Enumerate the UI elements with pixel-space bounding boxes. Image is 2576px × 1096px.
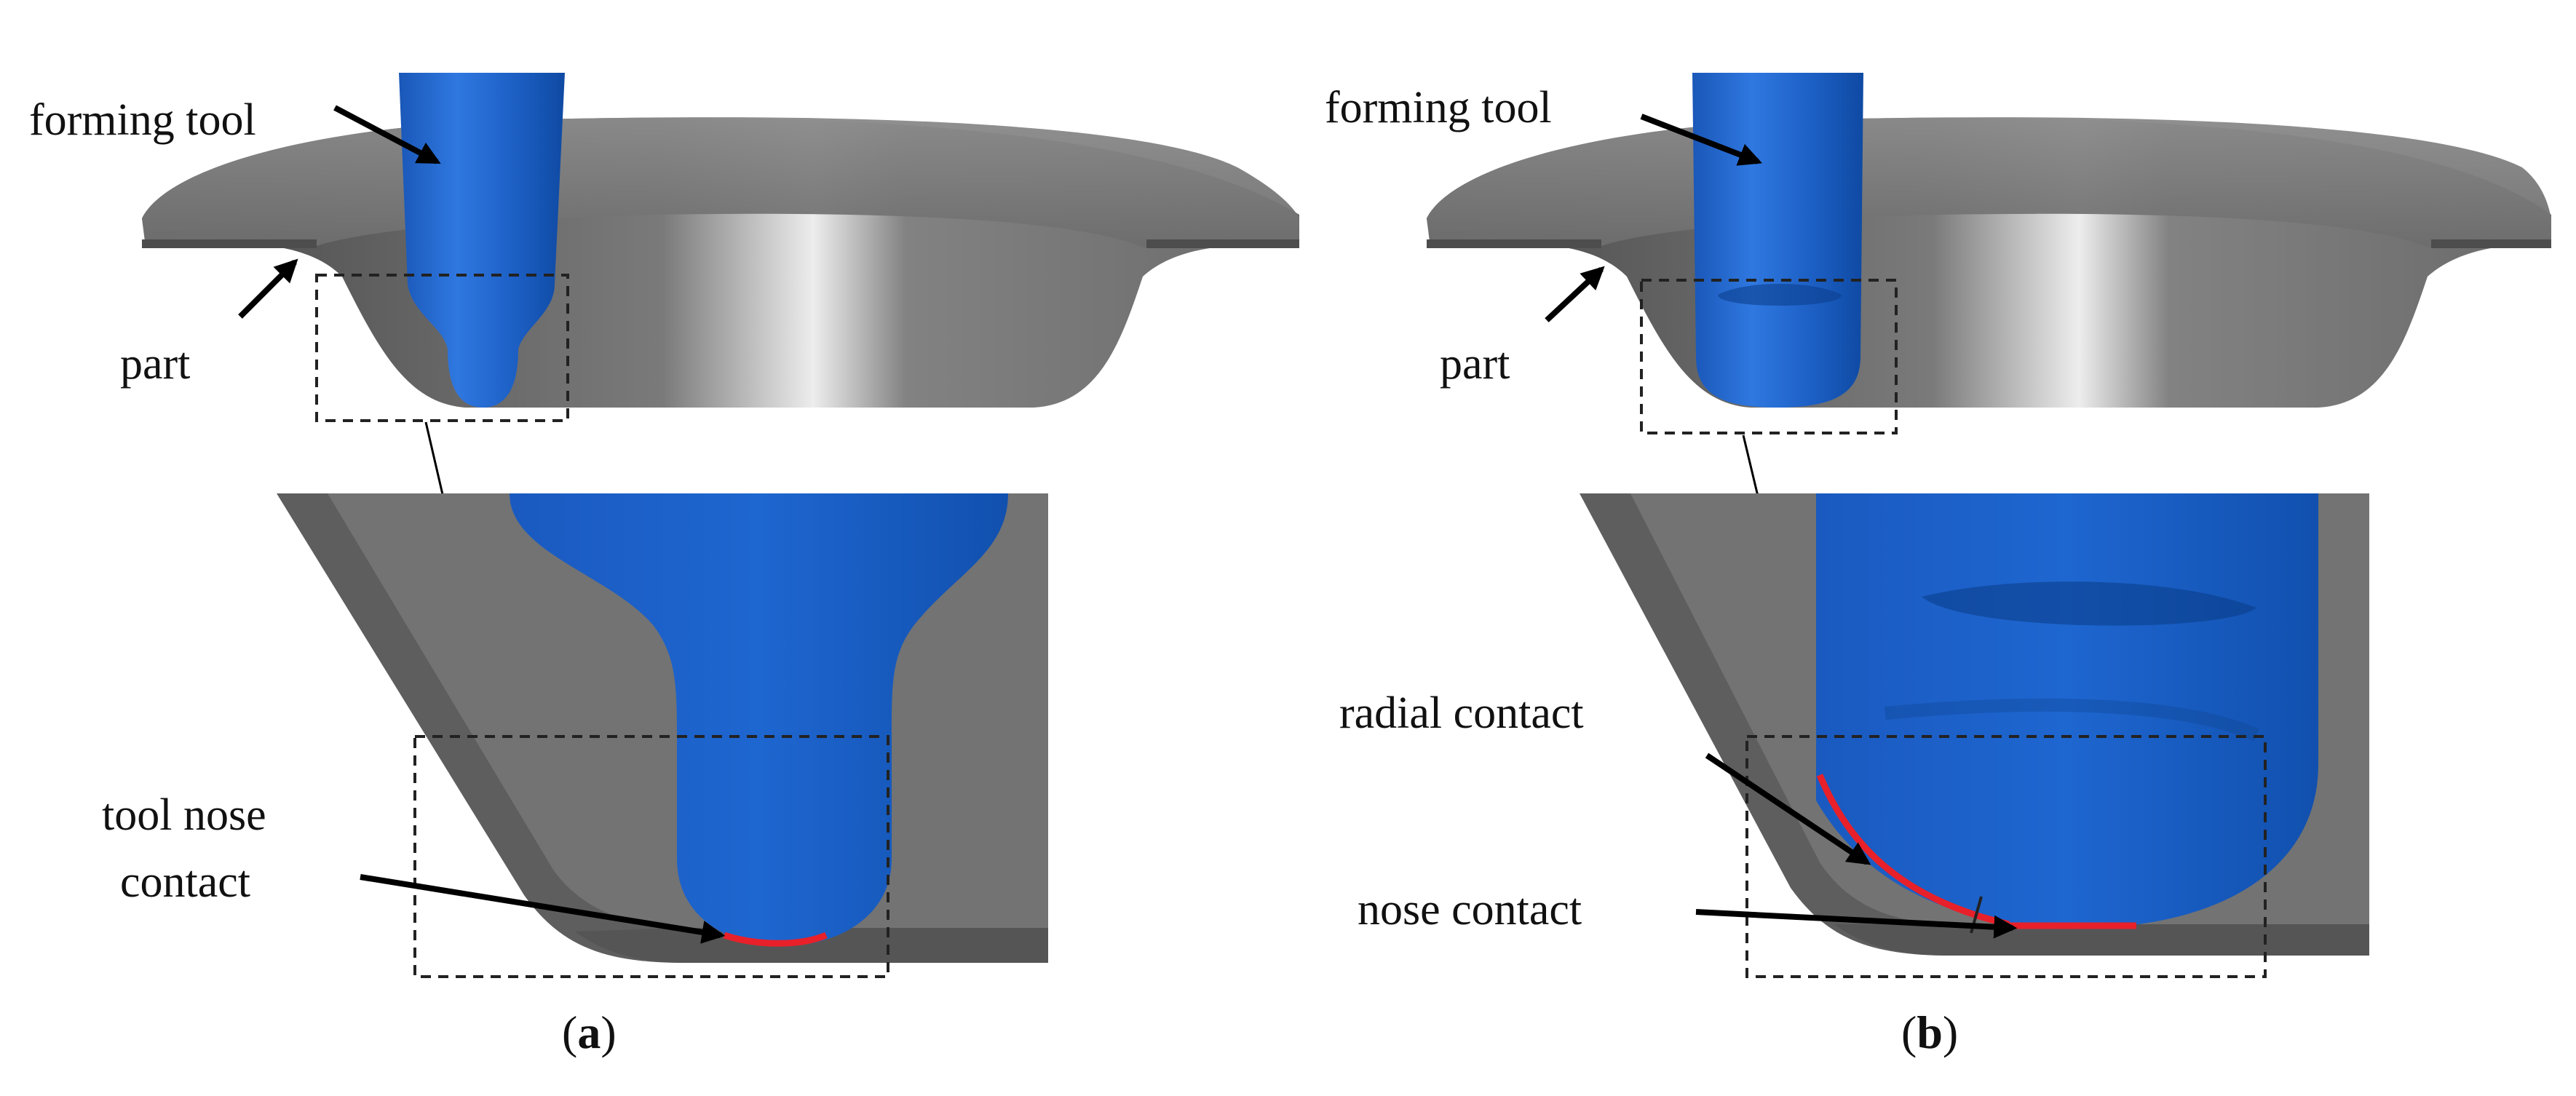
panel-a: forming tool part tool nose contact (a) xyxy=(29,73,1299,1058)
detail-box-b-small xyxy=(1640,279,1898,434)
label-part-b: part xyxy=(1440,339,1510,389)
arrow-forming-tool-a xyxy=(333,105,441,164)
arrow-part-b xyxy=(1545,266,1605,322)
radial-contact-mark xyxy=(1816,774,2010,928)
part-b xyxy=(1427,117,2551,408)
label-nose-contact: nose contact xyxy=(1358,885,1582,934)
zoom-tool-a xyxy=(510,493,1008,946)
arrow-part-a xyxy=(238,258,298,319)
label-radial-contact: radial contact xyxy=(1339,688,1584,738)
arrow-tool-nose-contact xyxy=(360,874,726,944)
label-forming-tool-a: forming tool xyxy=(29,95,256,145)
detail-box-a-small xyxy=(315,274,569,422)
label-forming-tool-b: forming tool xyxy=(1325,83,1552,132)
label-part-a: part xyxy=(120,339,190,389)
tool-nose-contact-mark-a xyxy=(723,932,828,947)
caption-a: (a) xyxy=(562,1006,617,1058)
arrow-forming-tool-b xyxy=(1640,114,1762,166)
arrow-nose-contact xyxy=(1695,909,2018,939)
zoom-view-b xyxy=(1580,493,2369,978)
label-tool-nose-contact-line2: contact xyxy=(120,857,250,907)
arrow-radial-contact xyxy=(1705,752,1871,865)
caption-b: (b) xyxy=(1901,1006,1958,1058)
detail-box-b-large xyxy=(1745,735,2267,978)
detail-box-a-large xyxy=(413,735,889,978)
forming-tool-b xyxy=(1692,73,1863,408)
label-tool-nose-contact-line1: tool nose xyxy=(102,790,266,840)
panel-b: forming tool part radial contact nose co… xyxy=(1325,73,2551,1058)
zoom-view-a xyxy=(277,493,1048,978)
